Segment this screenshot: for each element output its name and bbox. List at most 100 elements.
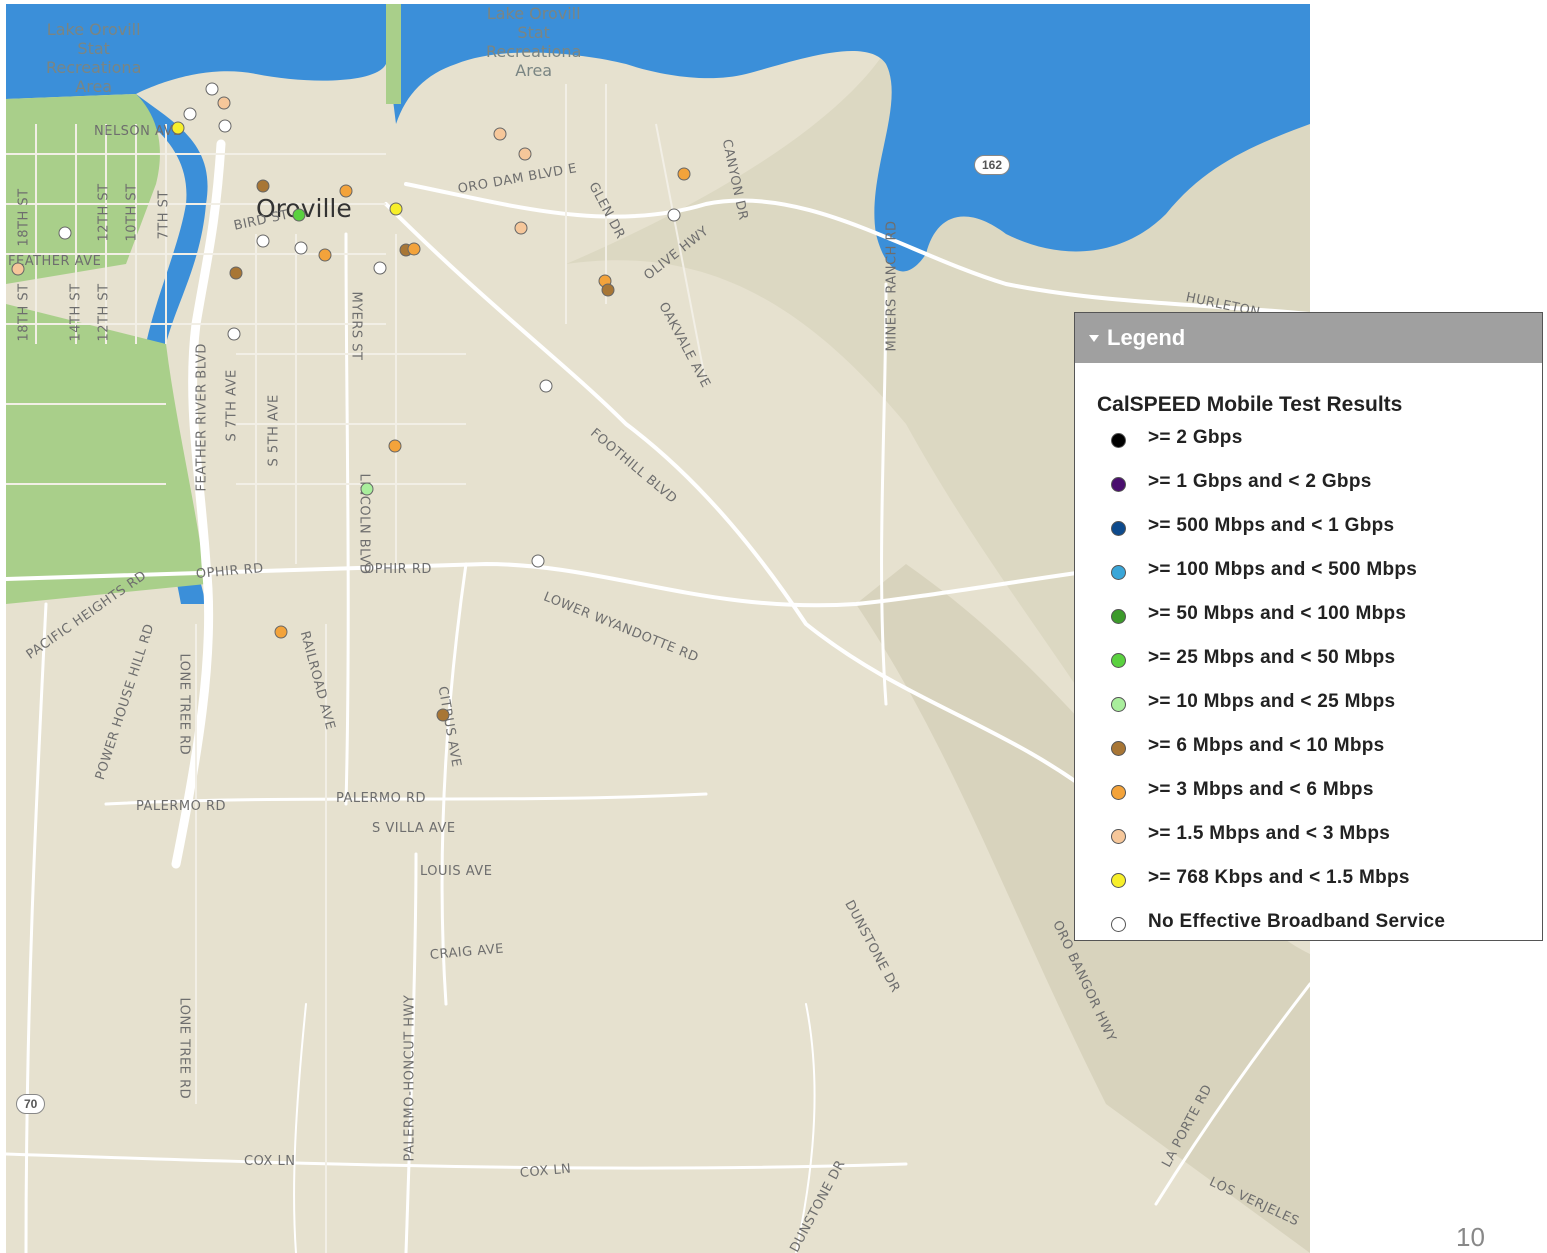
street-label: LONE TREE RD: [176, 653, 192, 756]
speed-test-point[interactable]: [205, 82, 219, 96]
page-number: 10: [1456, 1222, 1485, 1252]
speed-test-point[interactable]: [388, 439, 402, 453]
street-label: 18TH ST: [16, 188, 32, 247]
legend-label: No Effective Broadband Service: [1148, 911, 1446, 932]
street-label: OPHIR RD: [364, 562, 432, 577]
park: [386, 4, 401, 104]
legend-item: >= 3 Mbps and < 6 Mbps: [1111, 779, 1374, 801]
street-label: PALERMO RD: [136, 799, 227, 814]
street-label: S 5TH AVE: [266, 394, 282, 467]
street-label: PALERMO-HONCUT HWY: [402, 994, 418, 1162]
speed-test-point[interactable]: [227, 327, 241, 341]
legend-swatch-icon: [1111, 828, 1126, 844]
street-grid: [6, 84, 707, 1253]
street-label: FEATHER AVE: [8, 254, 102, 269]
road: [104, 792, 708, 806]
speed-test-point[interactable]: [373, 261, 387, 275]
legend-subtitle: CalSPEED Mobile Test Results: [1097, 393, 1403, 416]
legend-label: >= 6 Mbps and < 10 Mbps: [1148, 735, 1385, 756]
speed-test-point[interactable]: [229, 266, 242, 280]
speed-test-point[interactable]: [493, 127, 507, 141]
speed-test-point[interactable]: [339, 184, 353, 198]
speed-test-point[interactable]: [389, 202, 403, 216]
legend-label: >= 768 Kbps and < 1.5 Mbps: [1148, 867, 1410, 888]
area-label: Lake Orovill Stat Recreationa Area: [486, 4, 582, 80]
legend-swatch-icon: [1111, 476, 1126, 492]
road: [293, 1003, 307, 1253]
legend-item: >= 50 Mbps and < 100 Mbps: [1111, 603, 1406, 625]
road: [384, 202, 1108, 806]
route-shield: 70: [16, 1094, 46, 1114]
street-label: 10TH ST: [124, 183, 140, 242]
speed-test-point[interactable]: [531, 554, 545, 568]
street-label: 12TH ST: [96, 183, 112, 242]
road: [24, 602, 48, 1253]
street-label: 7TH ST: [156, 190, 172, 240]
road: [6, 542, 1310, 608]
road: [6, 1152, 908, 1170]
speed-test-point[interactable]: [677, 167, 691, 181]
legend-item: >= 1 Gbps and < 2 Gbps: [1111, 471, 1372, 493]
legend-swatch-icon: [1111, 432, 1126, 448]
road: [344, 232, 350, 806]
speed-test-point[interactable]: [58, 226, 72, 240]
legend-title: Legend: [1107, 325, 1186, 350]
speed-test-point[interactable]: [407, 242, 421, 256]
legend-label: >= 100 Mbps and < 500 Mbps: [1148, 559, 1418, 580]
speed-test-point[interactable]: [436, 708, 450, 722]
legend-swatch-icon: [1111, 564, 1126, 580]
speed-test-point[interactable]: [667, 208, 681, 222]
legend-label: >= 2 Gbps: [1148, 427, 1243, 448]
legend-item: >= 768 Kbps and < 1.5 Mbps: [1111, 867, 1410, 889]
legend-item: >= 6 Mbps and < 10 Mbps: [1111, 735, 1385, 757]
street-label: 18TH ST: [16, 283, 32, 342]
speed-test-point[interactable]: [274, 625, 288, 639]
speed-test-point[interactable]: [256, 179, 270, 193]
legend-label: >= 500 Mbps and < 1 Gbps: [1148, 515, 1395, 536]
speed-test-point[interactable]: [217, 96, 231, 110]
speed-test-point[interactable]: [539, 379, 553, 393]
street-label: NELSON AVE: [94, 124, 182, 139]
park: [6, 94, 160, 284]
speed-test-point[interactable]: [171, 121, 185, 135]
speed-test-point[interactable]: [292, 208, 306, 222]
speed-test-point[interactable]: [294, 241, 308, 255]
street-label: 12TH ST: [96, 283, 112, 342]
legend-label: >= 1.5 Mbps and < 3 Mbps: [1148, 823, 1391, 844]
lake: [386, 4, 1310, 272]
street-label: 14TH ST: [68, 283, 84, 342]
route-shield: 162: [974, 155, 1011, 175]
legend-header[interactable]: Legend: [1075, 313, 1542, 363]
road: [1154, 982, 1310, 1206]
legend-label: >= 50 Mbps and < 100 Mbps: [1148, 603, 1407, 624]
speed-test-point[interactable]: [256, 234, 270, 248]
legend-swatch-icon: [1111, 696, 1126, 712]
street-label: PALERMO RD: [336, 791, 427, 806]
legend-label: >= 1 Gbps and < 2 Gbps: [1148, 471, 1372, 492]
road: [404, 852, 418, 1253]
speed-test-point[interactable]: [514, 221, 528, 235]
speed-test-point[interactable]: [183, 107, 197, 121]
street-label: S 7TH AVE: [224, 369, 240, 442]
road: [440, 562, 468, 1006]
legend-item: >= 2 Gbps: [1111, 427, 1243, 449]
legend-item: >= 25 Mbps and < 50 Mbps: [1111, 647, 1395, 669]
legend-panel: Legend CalSPEED Mobile Test Results >= 2…: [1074, 312, 1543, 941]
speed-test-point[interactable]: [318, 248, 332, 262]
legend-swatch-icon: [1111, 608, 1126, 624]
street-label: LOUIS AVE: [420, 864, 493, 879]
area-label: Lake Orovill Stat Recreationa Area: [46, 20, 142, 96]
speed-test-point[interactable]: [360, 482, 374, 496]
speed-test-point[interactable]: [518, 147, 532, 161]
lake-arm: [6, 4, 386, 99]
legend-item: >= 1.5 Mbps and < 3 Mbps: [1111, 823, 1390, 845]
speed-test-point[interactable]: [601, 283, 615, 297]
legend-item: >= 500 Mbps and < 1 Gbps: [1111, 515, 1394, 537]
street-label: S VILLA AVE: [372, 821, 456, 836]
legend-swatch-icon: [1111, 520, 1126, 536]
speed-test-point[interactable]: [11, 262, 25, 276]
collapse-arrow-icon[interactable]: [1089, 334, 1099, 342]
legend-swatch-icon: [1111, 784, 1126, 800]
speed-test-point[interactable]: [218, 119, 232, 133]
legend-label: >= 3 Mbps and < 6 Mbps: [1148, 779, 1374, 800]
